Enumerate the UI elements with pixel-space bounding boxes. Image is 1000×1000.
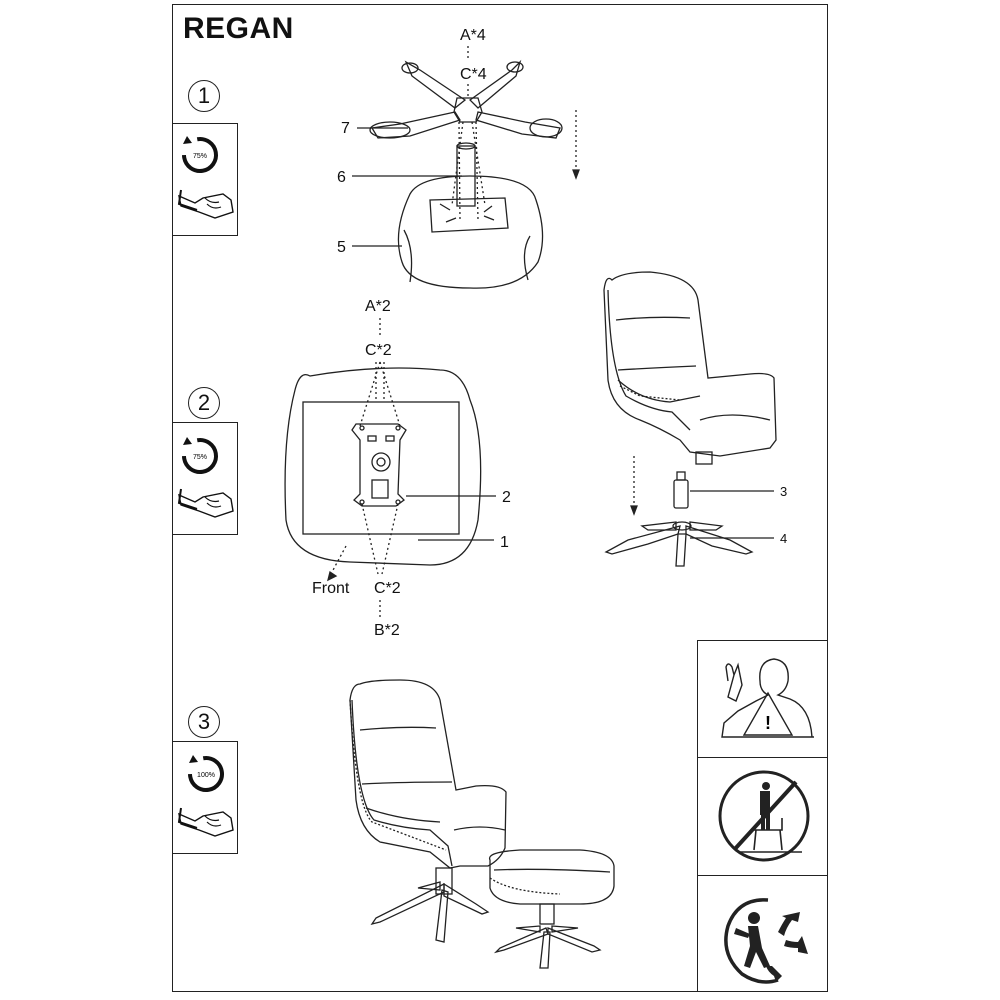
- torque-label-2: 75%: [193, 454, 207, 461]
- mechanism-plate-part-2: [351, 423, 407, 507]
- label-screw-a-step1: A*4: [460, 27, 486, 44]
- label-front: Front: [312, 580, 350, 597]
- adult-warning-icon: !: [721, 658, 814, 738]
- no-standing-on-chair-icon: [718, 770, 810, 862]
- recycle-disposal-icon: [724, 898, 808, 984]
- label-part-3: 3: [780, 484, 787, 499]
- label-part-7: 7: [341, 120, 350, 137]
- step-2-number: 2: [188, 387, 220, 419]
- chair-shell-step-2: [603, 271, 777, 465]
- warning-box-recycle: [697, 876, 828, 992]
- label-screw-b-step2: B*2: [374, 622, 400, 639]
- label-part-2: 2: [502, 489, 511, 506]
- warning-box-no-standing: [697, 758, 828, 876]
- torque-label-1: 75%: [193, 153, 207, 160]
- torque-tool-icon: 75%: [177, 437, 234, 518]
- label-screw-a-step2: A*2: [365, 298, 391, 315]
- label-part-4: 4: [780, 531, 787, 546]
- gas-lift-part-3: [673, 471, 689, 509]
- assembled-ottoman: [488, 849, 615, 969]
- step-3-number: 3: [188, 706, 220, 738]
- label-part-1: 1: [500, 534, 509, 551]
- seat-underside-part-1: [284, 367, 482, 566]
- seat-cushion-part-5: [397, 175, 544, 289]
- label-washer-c-bottom-step2: C*2: [374, 580, 401, 597]
- tool-box-step-3: 100%: [172, 741, 238, 854]
- star-base-part-4: [604, 521, 754, 567]
- label-washer-c-step1: C*4: [460, 66, 487, 83]
- torque-tool-icon: 75%: [177, 136, 234, 219]
- label-part-5: 5: [337, 239, 346, 256]
- assembled-chair: [349, 679, 507, 943]
- label-part-6: 6: [337, 169, 346, 186]
- label-washer-c-top-step2: C*2: [365, 342, 392, 359]
- step-1-number: 1: [188, 80, 220, 112]
- torque-tool-icon: 100%: [177, 755, 234, 837]
- tool-box-step-2: 75%: [172, 422, 238, 535]
- warning-box-adult-assembly: !: [697, 640, 828, 758]
- torque-label-3: 100%: [197, 772, 215, 779]
- product-title: REGAN: [183, 12, 294, 45]
- tool-box-step-1: 75%: [172, 123, 238, 236]
- svg-text:!: !: [765, 713, 771, 733]
